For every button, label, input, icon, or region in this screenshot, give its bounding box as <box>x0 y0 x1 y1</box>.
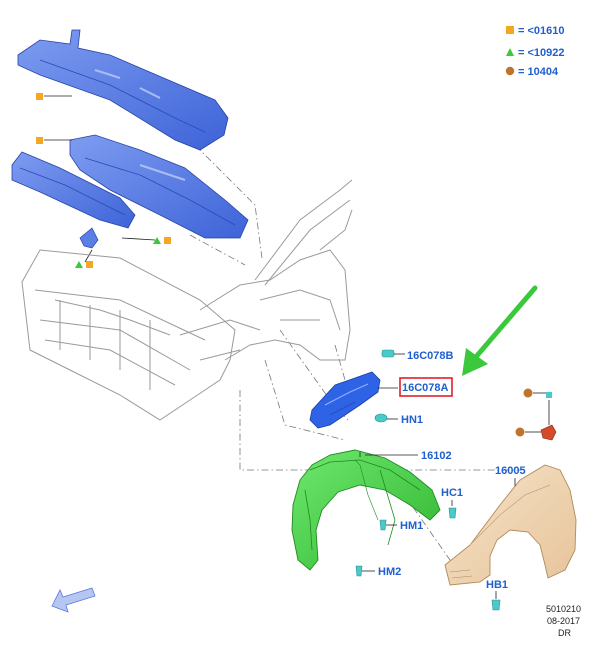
square-marker-icon <box>86 261 93 268</box>
wheel-liner-16102 <box>291 449 441 571</box>
label-16102: 16102 <box>421 450 452 462</box>
footer-date: 08-2017 <box>547 616 580 626</box>
fastener-hb1 <box>491 591 501 611</box>
triangle-marker-icon <box>75 261 83 268</box>
label-16005: 16005 <box>495 465 526 477</box>
part-labels: 16C078B 16C078A HN1 16102 HC1 HM1 HM2 16… <box>378 350 526 591</box>
fender-16005 <box>444 388 577 586</box>
footer-ref: 5010210 <box>546 604 581 614</box>
cowl-side-rail <box>11 151 136 229</box>
legend-text-square: = <01610 <box>518 25 565 37</box>
legend-text-triangle: = <10922 <box>518 47 565 59</box>
label-hc1: HC1 <box>441 487 463 499</box>
clip-hc1-icon <box>448 507 457 519</box>
bolt-hb1-icon <box>491 599 501 611</box>
cowl-lower-panel <box>69 134 249 239</box>
legend-text-circle: = 10404 <box>518 66 559 78</box>
cowl-top-panel <box>17 29 229 151</box>
legend-square-icon <box>506 26 514 34</box>
triangle-marker-icon <box>153 237 161 244</box>
fasteners-upper <box>374 349 405 423</box>
label-16c078a: 16C078A <box>402 382 449 394</box>
footer-code: DR <box>558 628 571 638</box>
bracket-16c078a <box>309 371 381 429</box>
circle-marker-icon <box>523 388 533 398</box>
clip-16c078b-icon <box>381 349 395 358</box>
highlight-box <box>399 377 453 397</box>
cowl-fastener-markers <box>36 93 171 268</box>
label-hn1: HN1 <box>401 414 423 426</box>
cowl-bracket <box>79 227 156 263</box>
legend-triangle-icon <box>506 48 514 56</box>
circle-marker-icon <box>515 427 525 437</box>
fender-bracket-icon <box>540 424 557 441</box>
square-marker-icon <box>36 137 43 144</box>
screw-hm2-icon <box>355 565 363 577</box>
label-hb1: HB1 <box>486 579 508 591</box>
fasteners-liner <box>355 500 457 577</box>
bolt-icon <box>546 392 552 398</box>
legend-circle-icon <box>505 66 515 76</box>
front-direction-arrow-icon <box>51 587 96 613</box>
legend: = <01610 = <10922 = 10404 <box>505 25 565 78</box>
square-marker-icon <box>36 93 43 100</box>
diagram-footer: 5010210 08-2017 DR <box>546 604 581 638</box>
body-structure <box>21 179 353 421</box>
label-hm2: HM2 <box>378 566 401 578</box>
callout-arrow <box>462 285 538 376</box>
assembly-lines <box>164 114 520 576</box>
label-16c078b: 16C078B <box>407 350 454 362</box>
square-marker-icon <box>164 237 171 244</box>
screw-hm1-icon <box>379 519 387 531</box>
label-hm1: HM1 <box>400 520 423 532</box>
nut-hn1-icon <box>374 413 388 423</box>
